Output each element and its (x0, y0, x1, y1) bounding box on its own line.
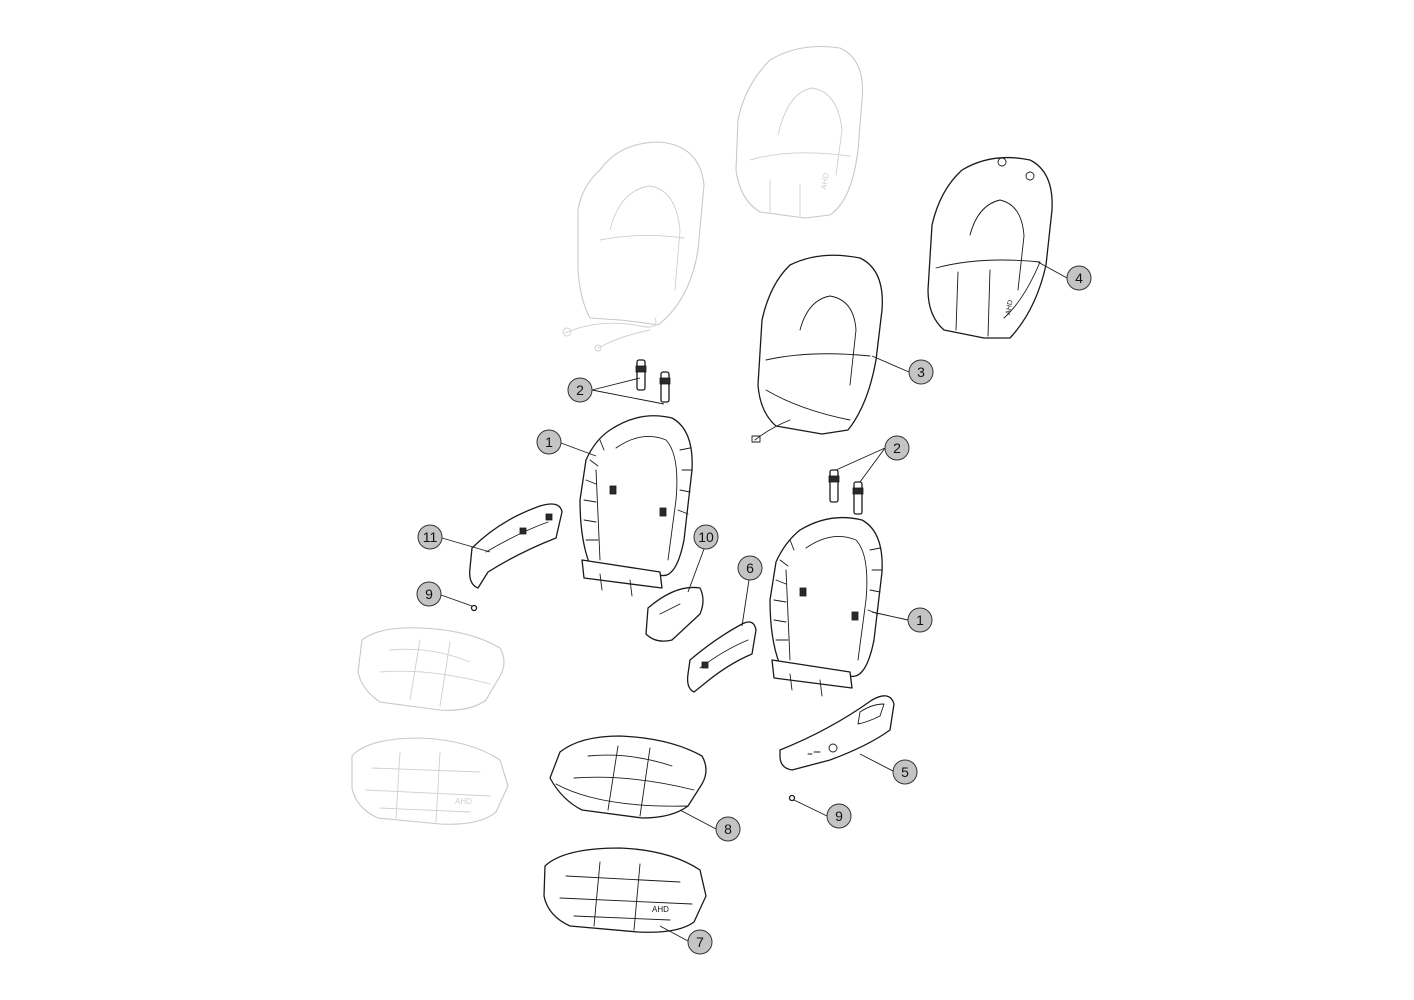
side-trim-part-6 (686, 621, 757, 693)
seat-side-trim-part-5 (779, 695, 895, 771)
callout-2-right: 2 (884, 435, 910, 461)
callout-7: 7 (687, 929, 713, 955)
callout-5: 5 (892, 759, 918, 785)
callout-9-right: 9 (826, 803, 852, 829)
callout-1-right: 1 (907, 607, 933, 633)
ghost-seat-frame-left: AHD (351, 737, 509, 825)
callout-3: 3 (908, 359, 934, 385)
callout-7-label: 7 (696, 934, 704, 950)
ghost-cushion-left (357, 627, 505, 711)
callout-10-label: 10 (698, 529, 714, 545)
callout-6: 6 (737, 555, 763, 581)
callout-5-label: 5 (901, 764, 909, 780)
backrest-cover-part-3 (751, 254, 883, 443)
callout-4: 4 (1066, 265, 1092, 291)
fastener-right-part-9 (788, 794, 796, 802)
svg-text:AHD: AHD (455, 797, 472, 806)
ghost-backrest-left (562, 141, 705, 352)
side-trim-part-11 (469, 503, 563, 589)
callout-2-left: 2 (567, 377, 593, 403)
guide-pins-left-part-2 (635, 359, 671, 403)
guide-pins-right-part-2 (828, 469, 864, 515)
callout-9-right-label: 9 (835, 808, 843, 824)
callout-1-left-label: 1 (545, 434, 553, 450)
callout-2-left-label: 2 (576, 382, 584, 398)
callout-6-label: 6 (746, 560, 754, 576)
backrest-covered-part-4: AHD (927, 156, 1053, 339)
backrest-frame-left-part-1 (579, 415, 693, 597)
callout-9-left-label: 9 (425, 586, 433, 602)
callout-11: 11 (417, 524, 443, 550)
callout-1-right-label: 1 (916, 612, 924, 628)
svg-text:AHD: AHD (1005, 300, 1014, 316)
side-panel-part-10 (645, 586, 704, 642)
callout-8-label: 8 (724, 821, 732, 837)
seat-cushion-cover-part-8 (549, 735, 707, 819)
leader-lines (440, 261, 1068, 942)
svg-text:AHD: AHD (652, 905, 669, 914)
callout-9-left: 9 (416, 581, 442, 607)
ghost-backrest-top: AHD (735, 45, 864, 219)
callout-4-label: 4 (1075, 270, 1083, 286)
svg-text:AHD: AHD (819, 172, 831, 190)
callout-8: 8 (715, 816, 741, 842)
callout-1-left: 1 (536, 429, 562, 455)
fastener-left-part-9 (470, 604, 478, 612)
callout-2-right-label: 2 (893, 440, 901, 456)
callout-11-label: 11 (423, 529, 438, 545)
backrest-frame-right-part-1 (769, 516, 883, 697)
seat-frame-part-7: AHD (543, 847, 707, 933)
callout-10: 10 (693, 524, 719, 550)
callout-3-label: 3 (917, 364, 925, 380)
